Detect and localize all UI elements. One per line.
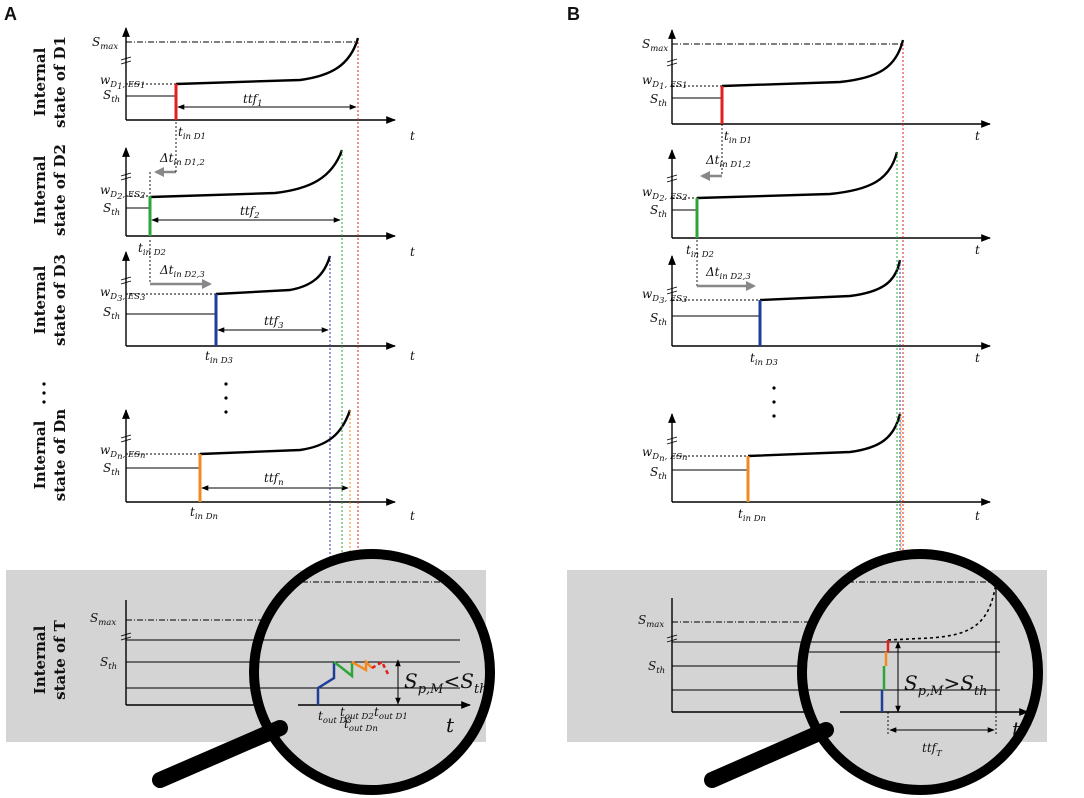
s-th-label-t-b: Sth — [648, 659, 665, 676]
sp-m-greater-label: Sp,M>Sth — [904, 671, 988, 699]
delta-tin-23-label-b: Δtin D2,3 — [705, 265, 751, 282]
delta-tin-23-label: Δtin D2,3 — [159, 263, 205, 280]
device-d2-plot: Internal state of D2 wD2, ES2 Sth ttf2 Δ… — [31, 122, 415, 259]
delta-tin-12-label: Δtin D1,2 — [159, 151, 205, 168]
ttf-label-d2: ttf2 — [240, 204, 260, 221]
w-label-d3-b: wD3, ES3 — [642, 287, 687, 306]
s-th-label-d2-b: Sth — [650, 203, 667, 220]
ellipsis-a — [42, 382, 228, 414]
w-label-d2-b: wD2, ES2 — [642, 185, 687, 204]
axis-break-icon — [120, 172, 132, 181]
s-th-label-dn-b: Sth — [650, 465, 667, 482]
ttf-label-dn: ttfn — [264, 471, 284, 488]
t-in-dn-label-b: tin Dn — [738, 507, 766, 524]
axis-break-icon — [120, 434, 132, 443]
device-dn-plot-b: wDn, ESn Sth tin Dn t — [642, 413, 991, 524]
s-max-label-t-b: Smax — [638, 613, 664, 630]
t-out-d1-label: tout D1 — [374, 705, 408, 722]
t-in-d1-label: tin D1 — [178, 125, 206, 142]
s-th-label-d1: Sth — [103, 88, 120, 105]
s-max-label-t: Smax — [90, 611, 116, 628]
t-in-d1-label-b: tin D1 — [724, 129, 752, 146]
panel-letter-b: B — [567, 4, 580, 24]
ellipsis-b — [772, 386, 776, 418]
t-axis-label: t — [975, 243, 980, 257]
t-axis-label: t — [410, 349, 415, 363]
t-in-dn-label: tin Dn — [190, 505, 218, 522]
t-out-d3-label: tout D3 — [318, 709, 352, 726]
axis-break-icon — [666, 286, 678, 295]
t-axis-label: t — [975, 509, 980, 523]
y-label-d3-line2: state of D3 — [51, 254, 69, 346]
t-in-d2-label-b: tin D2 — [686, 243, 714, 260]
s-th-label-d2: Sth — [103, 201, 120, 218]
panel-letter-a: A — [4, 4, 17, 24]
delta-tin-12-label-b: Δtin D1,2 — [705, 153, 751, 170]
y-label-d2-line2: state of D2 — [51, 144, 69, 236]
t-axis-label: t — [975, 351, 980, 365]
axis-break-icon — [120, 632, 132, 641]
axis-break-icon — [120, 276, 132, 285]
t-in-d3-label: tin D3 — [205, 349, 233, 366]
y-label-d1: Internal — [31, 47, 49, 116]
t-in-d2-label: tin D2 — [138, 241, 166, 258]
axis-break-icon — [666, 436, 678, 445]
s-th-label-dn: Sth — [103, 461, 120, 478]
t-out-dn-label: tout Dn — [344, 717, 378, 734]
t-in-d3-label-b: tin D3 — [750, 351, 778, 368]
y-label-t-a-line2: state of T — [51, 619, 69, 699]
device-dn-plot: Internal state of Dn wDn, ESn Sth ttfn t… — [31, 409, 415, 523]
axis-break-icon — [120, 56, 132, 65]
w-label-dn: wDn, ESn — [100, 443, 146, 462]
ttf-label-d3: ttf3 — [264, 314, 284, 331]
y-label-dn-line2: state of Dn — [51, 409, 69, 501]
y-label-t-a: Internal — [31, 625, 49, 694]
s-max-label: Smax — [92, 35, 118, 52]
ramp-d2 — [333, 661, 354, 679]
y-label-d2: Internal — [31, 155, 49, 224]
t-axis-label: t — [975, 129, 980, 143]
panel-b: B Smax wD1, ES1 Sth tin D1 t wD2, ES2 St… — [567, 4, 1047, 795]
w-label-d2: wD2, ES2 — [100, 183, 145, 202]
t-out-d2-label: tout D2 — [340, 705, 374, 722]
s-th-label-d3-b: Sth — [650, 311, 667, 328]
w-label-dn-b: wDn, ESn — [642, 445, 688, 464]
t-axis-label: t — [410, 129, 415, 143]
lens-content-a: Sp,M<Sth tout D3 tout D2 tout Dn tout D1… — [254, 554, 490, 790]
s-th-label-d3: Sth — [103, 305, 120, 322]
w-label-d1: wD1, ES1 — [100, 73, 145, 92]
t-axis-label-big: t — [446, 713, 455, 737]
w-label-d3: wD3, ES3 — [100, 285, 145, 304]
device-d3-plot-b: wD3, ES3 Sth Δtin D2,3 tin D3 t — [642, 240, 991, 368]
magnifier-icon — [797, 549, 1043, 795]
axis-break-icon — [666, 634, 678, 643]
axis-break-icon — [666, 58, 678, 67]
device-d3-plot: Internal state of D3 wD3, ES3 Sth ttf3 Δ… — [31, 240, 415, 366]
ttf-label-d1: ttf1 — [243, 92, 263, 109]
s-max-label-b: Smax — [642, 37, 668, 54]
y-label-d3: Internal — [31, 265, 49, 334]
y-label-dn: Internal — [31, 420, 49, 489]
s-th-label-t: Sth — [100, 655, 117, 672]
lens-content-b: Sp,M>Sth ttfT t — [802, 554, 1038, 790]
y-label-d1-line2: state of D1 — [51, 36, 69, 128]
device-d1-plot: Internal state of D1 Smax wD1, ES1 Sth t… — [31, 27, 415, 143]
panel-a: A Internal state of D1 Smax wD1, ES1 Sth… — [4, 4, 495, 795]
t-axis-label-big-b: t — [1012, 717, 1021, 741]
t-axis-label: t — [410, 509, 415, 523]
sp-m-less-label: Sp,M<Sth — [404, 669, 488, 697]
device-d1-plot-b: Smax wD1, ES1 Sth tin D1 t — [642, 29, 991, 146]
device-d2-plot-b: wD2, ES2 Sth Δtin D1,2 tin D2 t — [642, 124, 991, 260]
w-label-d1-b: wD1, ES1 — [642, 73, 687, 92]
axis-break-icon — [666, 174, 678, 183]
magnifier-icon — [249, 549, 495, 795]
magnifier-handle-b — [704, 722, 834, 788]
magnifier-handle — [152, 720, 288, 788]
ttf-t-label: ttfT — [922, 741, 943, 759]
s-th-label-d1-b: Sth — [650, 92, 667, 109]
t-axis-label: t — [410, 245, 415, 259]
